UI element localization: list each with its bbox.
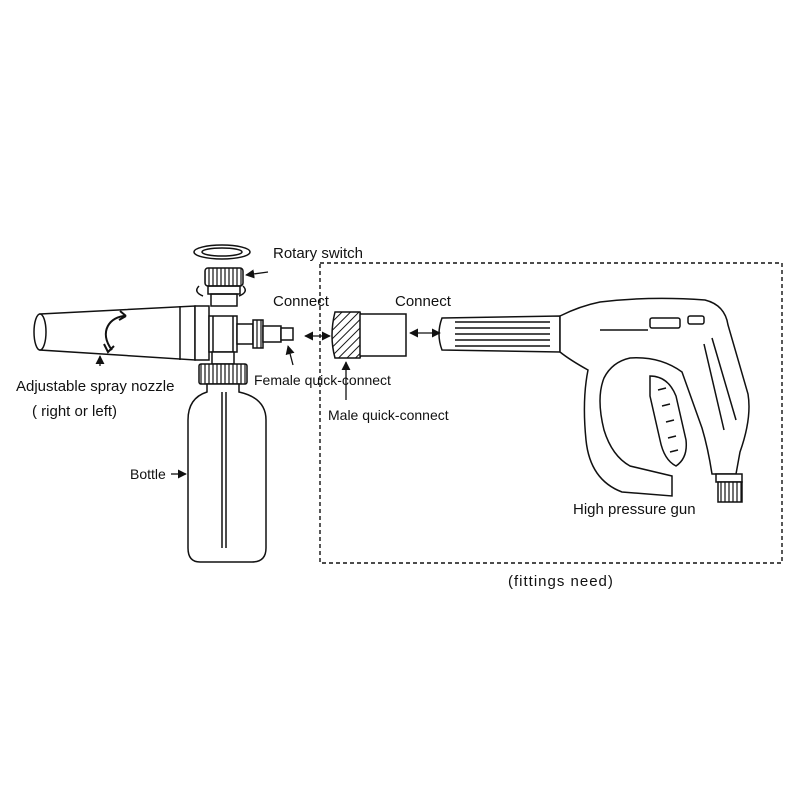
bottle-cap — [198, 363, 248, 385]
high-pressure-gun-label: High pressure gun — [573, 501, 696, 518]
rotary-switch-cap — [193, 244, 251, 260]
rotary-switch-label: Rotary switch — [273, 245, 364, 262]
right-or-left-label: ( right or left) — [32, 403, 118, 420]
connect-label-right: Connect — [395, 293, 451, 310]
bottle-label: Bottle — [130, 466, 166, 482]
adjustable-spray-nozzle — [33, 305, 196, 361]
rotary-switch-knob — [196, 267, 246, 307]
connect-label-left: Connect — [273, 293, 329, 310]
male-quick-connect-label: Male quick-connect — [328, 407, 449, 423]
pointer-arrows — [95, 269, 441, 479]
fittings-need-label: (fittings need) — [508, 573, 614, 590]
female-quick-connect-part — [236, 319, 294, 349]
bottle — [187, 383, 267, 563]
foam-cannon-body — [194, 305, 238, 365]
male-quick-connect-part — [331, 311, 407, 359]
female-quick-connect-label: Female quick-connect — [254, 372, 391, 388]
fittings-need-frame — [319, 262, 783, 564]
high-pressure-gun — [438, 297, 750, 503]
adjustable-spray-nozzle-label: Adjustable spray nozzle — [16, 378, 175, 395]
